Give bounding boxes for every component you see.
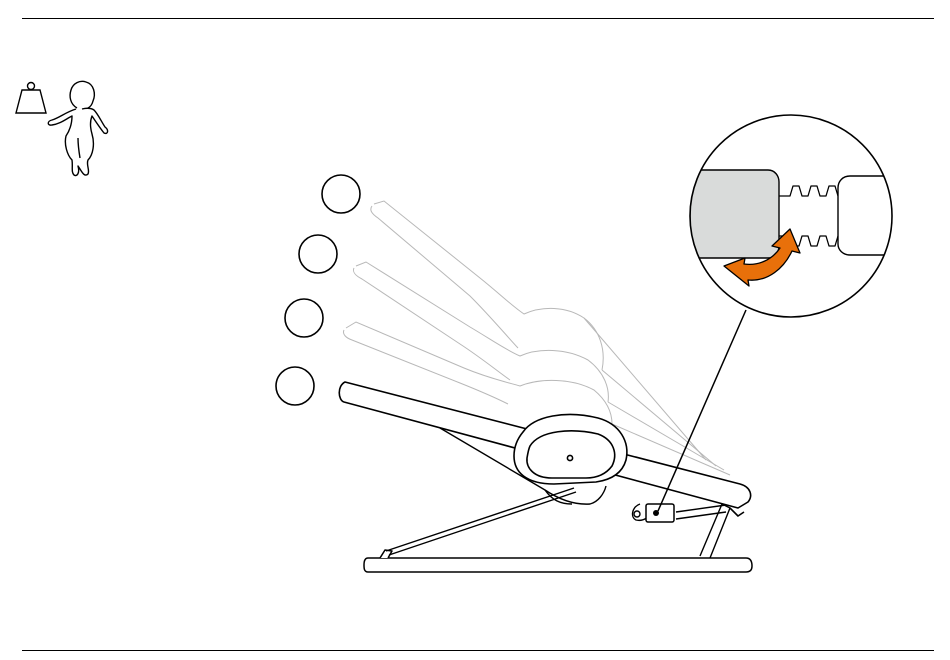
seat-hub: [514, 414, 627, 484]
position-marker-2: [285, 299, 323, 337]
position-marker-4: [322, 175, 360, 213]
weight-icon: [16, 83, 46, 114]
position-marker-1: [276, 367, 314, 405]
bouncer-base: [364, 550, 752, 572]
notch-rack-part: [838, 176, 892, 255]
position-marker-3: [299, 235, 337, 273]
callout-detail: [690, 115, 892, 317]
baby-icon: [48, 81, 107, 175]
recline-position-markers: [276, 175, 360, 405]
adjustment-slider-part: [690, 170, 779, 258]
